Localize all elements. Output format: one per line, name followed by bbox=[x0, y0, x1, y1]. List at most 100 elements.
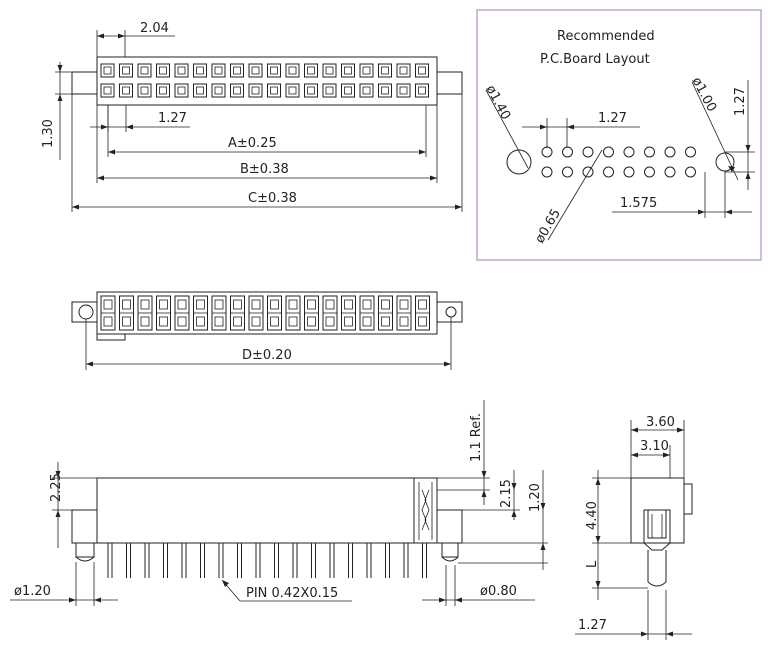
contact-window-top bbox=[103, 299, 113, 310]
contact-window-bottom bbox=[270, 316, 279, 327]
contact-window-top bbox=[381, 299, 390, 310]
dim-layout-row: 1.27 bbox=[733, 87, 748, 116]
pin-cell-inner bbox=[233, 86, 241, 95]
pin-cell-inner bbox=[418, 86, 426, 95]
pin-cell-inner bbox=[103, 86, 112, 95]
front-flange-left bbox=[71, 509, 98, 544]
layout-hole bbox=[603, 146, 614, 158]
pin-cell-inner bbox=[362, 66, 371, 75]
middle-tab bbox=[96, 333, 126, 341]
pin-cell-inner bbox=[159, 66, 167, 75]
pin-cell-inner bbox=[122, 66, 130, 75]
end-contact bbox=[413, 477, 438, 544]
pin-cell-inner bbox=[399, 86, 408, 95]
dim-layout-edge: 1.575 bbox=[620, 196, 657, 211]
contact-window-bottom bbox=[399, 316, 409, 327]
contact-window-top bbox=[325, 299, 335, 310]
pcb-layout: Recommended P.C.Board Layout ø1.40 ø1.00… bbox=[476, 9, 762, 261]
front-flange-right bbox=[436, 509, 463, 544]
dim-1-30: 1.30 bbox=[41, 119, 56, 148]
contact-window-bottom bbox=[214, 316, 224, 327]
layout-hole bbox=[562, 146, 573, 158]
pin-cell-inner bbox=[381, 86, 389, 95]
dim-hole-1-00: ø1.00 bbox=[688, 75, 719, 115]
layout-hole bbox=[582, 146, 594, 158]
side-latch bbox=[683, 483, 693, 515]
pin-spec: PIN 0.42X0.15 bbox=[246, 586, 338, 601]
pin-cell-inner bbox=[381, 66, 389, 75]
contact-window-top bbox=[362, 299, 372, 310]
layout-hole bbox=[644, 146, 655, 158]
peg-right bbox=[441, 542, 459, 558]
front-pins bbox=[107, 543, 427, 578]
dim-1-20: 1.20 bbox=[528, 483, 543, 512]
pin-cell-outer bbox=[230, 83, 244, 98]
contact-window-bottom bbox=[140, 316, 150, 327]
contact-window-top bbox=[159, 299, 168, 310]
pin-cell-inner bbox=[251, 66, 260, 75]
pin-cell-inner bbox=[344, 66, 352, 75]
dim-2-25: 2.25 bbox=[49, 473, 64, 502]
middle-pin-cells bbox=[100, 295, 430, 331]
contact-window-bottom bbox=[159, 316, 168, 327]
layout-hole bbox=[623, 166, 635, 178]
pin-cell-inner bbox=[418, 66, 426, 75]
dim-3-10: 3.10 bbox=[640, 439, 669, 454]
pin-cell-inner bbox=[344, 86, 352, 95]
contact-window-bottom bbox=[251, 316, 261, 327]
pin-cell-outer bbox=[211, 83, 226, 98]
contact-window-top bbox=[251, 299, 261, 310]
dim-4-40: 4.40 bbox=[585, 501, 600, 530]
layout-title-1: Recommended bbox=[557, 29, 655, 44]
pin-cell-outer bbox=[193, 63, 207, 78]
pin-cell-inner bbox=[288, 86, 297, 95]
pin-cell-outer bbox=[359, 83, 374, 98]
layout-hole bbox=[603, 166, 614, 178]
layout-hole bbox=[541, 166, 553, 178]
pin-cell-inner bbox=[159, 86, 167, 95]
pin-cell-outer bbox=[304, 83, 318, 98]
contact-window-bottom bbox=[233, 316, 242, 327]
layout-hole bbox=[685, 146, 696, 158]
contact-window-bottom bbox=[307, 316, 316, 327]
pin-cell-inner bbox=[325, 86, 334, 95]
pin-cell-inner bbox=[288, 66, 297, 75]
pin-cell-inner bbox=[196, 86, 204, 95]
mount-hole-left bbox=[78, 304, 94, 320]
contact-window-top bbox=[214, 299, 224, 310]
contact-window-top bbox=[399, 299, 409, 310]
side-contact bbox=[647, 509, 667, 539]
dim-c: C±0.38 bbox=[248, 191, 297, 206]
layout-hole bbox=[685, 166, 696, 178]
pin-cell-inner bbox=[196, 66, 204, 75]
dim-a: A±0.25 bbox=[228, 136, 277, 151]
pin-cell-outer bbox=[119, 63, 133, 78]
pin-cell-outer bbox=[100, 63, 115, 78]
pin-cell-outer bbox=[267, 63, 281, 78]
pin-cell-outer bbox=[378, 63, 392, 78]
pin-cell-outer bbox=[267, 83, 281, 98]
pin-cell-outer bbox=[174, 83, 189, 98]
pin-cell-outer bbox=[322, 83, 337, 98]
pin-cell-inner bbox=[140, 66, 149, 75]
dim-layout-pitch: 1.27 bbox=[598, 111, 627, 126]
pin-cell-inner bbox=[233, 66, 241, 75]
front-body bbox=[96, 477, 438, 544]
top-flange-left bbox=[71, 71, 98, 95]
dim-d: D±0.20 bbox=[242, 348, 292, 363]
contact-window-top bbox=[122, 299, 131, 310]
pin-cell-outer bbox=[156, 83, 170, 98]
layout-hole bbox=[664, 146, 676, 158]
contact-window-top bbox=[288, 299, 298, 310]
pin-cell-outer bbox=[211, 63, 226, 78]
contact-window-bottom bbox=[381, 316, 390, 327]
pin-cell-inner bbox=[251, 86, 260, 95]
pin-cell-inner bbox=[122, 86, 130, 95]
contact-window-top bbox=[344, 299, 353, 310]
contact-window-bottom bbox=[196, 316, 205, 327]
contact-window-bottom bbox=[418, 316, 427, 327]
contact-window-bottom bbox=[288, 316, 298, 327]
dim-peg: ø1.20 bbox=[14, 584, 51, 599]
front-view: 2.25 1.1 Ref. 2.15 1.20 ø1.20 PIN 0.42X0… bbox=[10, 400, 548, 606]
pin-cell-outer bbox=[285, 83, 300, 98]
